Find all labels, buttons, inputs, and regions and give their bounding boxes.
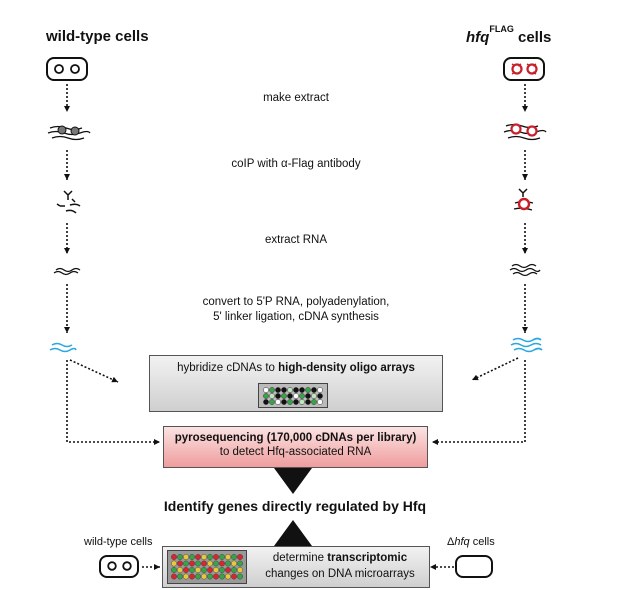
wildtype-cell-icon: [46, 57, 88, 81]
wildtype-extract-icon: [47, 125, 91, 141]
pyrosequencing-box: pyrosequencing (170,000 cDNAs per librar…: [163, 426, 428, 468]
microarray-prefix: determine: [272, 552, 328, 564]
hfq-cdna-icon: [510, 337, 543, 353]
wildtype-title: wild-type cells: [46, 28, 149, 45]
oligo-array-icon: [258, 383, 328, 408]
step-make-extract: make extract: [263, 92, 329, 104]
dna-microarray-icon: [167, 550, 247, 584]
hfq-title-italic: hfq: [466, 29, 490, 46]
step-ligation: 5' linker ligation, cDNA synthesis: [213, 311, 379, 323]
box-arrows: [66, 357, 526, 570]
center-title: Identify genes directly regulated by Hfq: [163, 498, 427, 514]
hybridize-text: hybridize cDNAs to high-density oligo ar…: [150, 362, 442, 374]
wildtype-antibody-icon: [56, 190, 81, 214]
step-convert: convert to 5'P RNA, polyadenylation,: [202, 296, 390, 308]
delta-hfq-cell-icon: [455, 555, 493, 578]
delta-symbol: Δ: [447, 536, 455, 548]
hfq-rna-icon: [509, 263, 541, 277]
up-triangle: [274, 520, 312, 546]
hybridize-box: hybridize cDNAs to high-density oligo ar…: [149, 355, 443, 412]
microarray-box: determine transcriptomic changes on DNA …: [162, 546, 430, 588]
hybridize-bold: high-density oligo arrays: [278, 362, 415, 374]
pyro-line2: to detect Hfq-associated RNA: [219, 446, 372, 458]
hfq-flag-title: hfqFLAG cells: [466, 24, 552, 46]
wildtype-rna-icon: [53, 267, 81, 276]
hfq-extract-icon: [503, 123, 547, 141]
microarray-line1: determine transcriptomic: [255, 552, 425, 564]
flag-superscript: FLAG: [489, 24, 514, 34]
bottom-wildtype-cell-icon: [99, 555, 139, 578]
delta-hfq-italic: hfq: [454, 536, 470, 548]
pyro-bold: pyrosequencing (170,000 cDNAs per librar…: [174, 432, 417, 444]
hfq-title-rest: cells: [518, 29, 552, 46]
pyro-line1: pyrosequencing (170,000 cDNAs per librar…: [164, 432, 427, 444]
microarray-line2: changes on DNA microarrays: [265, 568, 415, 580]
hfq-flag-cell-icon: [503, 57, 545, 81]
step-extract-rna: extract RNA: [265, 234, 327, 246]
bottom-wildtype-label: wild-type cells: [84, 536, 153, 548]
delta-hfq-rest: cells: [469, 536, 495, 548]
bottom-delta-hfq-label: Δhfq cells: [447, 536, 495, 548]
hfq-coip-icon: [513, 188, 534, 211]
step-coip: coIP with α-Flag antibody: [231, 158, 361, 170]
hybridize-prefix: hybridize cDNAs to: [177, 362, 279, 374]
down-triangle: [274, 468, 312, 494]
microarray-spots: [171, 554, 243, 580]
microarray-bold: transcriptomic: [327, 552, 408, 564]
oligo-array-spots: [263, 387, 323, 405]
wildtype-cdna-icon: [49, 342, 77, 353]
